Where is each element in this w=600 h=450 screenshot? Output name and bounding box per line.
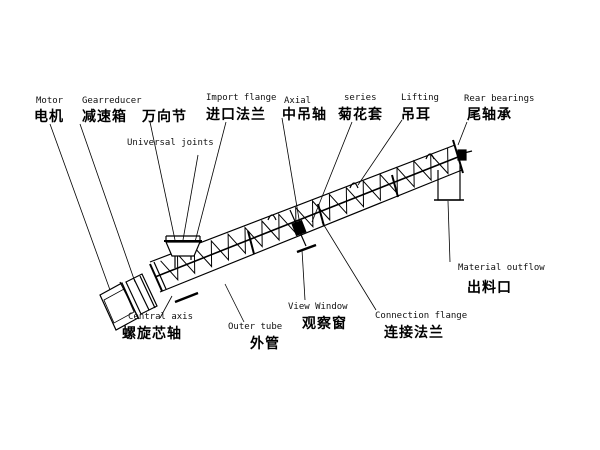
central-axis-shaft: [154, 156, 459, 278]
label-material-outflow-en: Material outflow: [458, 263, 545, 273]
label-view-window-zh: 观察窗: [302, 316, 347, 332]
label-motor-en: Motor: [36, 96, 64, 106]
label-lifting-en: Lifting: [401, 93, 439, 103]
label-material-outflow-zh: 出料口: [467, 280, 512, 296]
label-series-zh: 菊花套: [338, 107, 383, 123]
label-axial-zh: 中吊轴: [282, 107, 327, 123]
motor-shape: [99, 281, 140, 331]
label-central-axis-en: Central axis: [128, 312, 194, 322]
rear-bearing-shape: [452, 139, 473, 174]
label-rear-bearings-en: Rear bearings: [464, 94, 535, 104]
label-connection-flange-en: Connection flange: [375, 311, 468, 321]
label-lifting-zh: 吊耳: [401, 107, 431, 123]
label-import-flange-zh: 进口法兰: [206, 107, 266, 123]
outer-tube: [149, 144, 463, 293]
label-outer-tube-en: Outer tube: [228, 322, 283, 332]
label-rear-bearings-zh: 尾轴承: [467, 107, 512, 123]
label-universal-joints-en: Universal joints: [127, 138, 214, 148]
label-connection-flange-zh: 连接法兰: [384, 325, 444, 341]
leader-lines: [49, 117, 468, 323]
label-motor-zh: 电机: [34, 109, 64, 125]
material-outflow-chute: [434, 162, 464, 201]
axial-hanger: [289, 209, 307, 247]
screw-flights: [160, 147, 449, 282]
label-axial-en: Axial: [284, 96, 312, 106]
label-gearreducer-zh: 减速箱: [82, 109, 127, 125]
import-hopper: [164, 235, 202, 268]
label-import-flange-en: Import flange: [206, 93, 277, 103]
gearreducer-shape: [125, 273, 158, 315]
universal-joint-shape: [149, 261, 167, 292]
label-central-axis-zh: 螺旋芯轴: [122, 326, 182, 342]
label-view-window-en: View Window: [288, 302, 348, 312]
label-universal-joints-zh: 万向节: [142, 109, 187, 125]
label-outer-tube-zh: 外管: [250, 336, 280, 352]
view-windows: [174, 243, 317, 304]
lifting-lugs: [267, 153, 435, 221]
label-gearreducer-en: Gearreducer: [82, 96, 142, 106]
connection-flanges: [247, 174, 399, 255]
label-series-en: series: [344, 93, 377, 103]
